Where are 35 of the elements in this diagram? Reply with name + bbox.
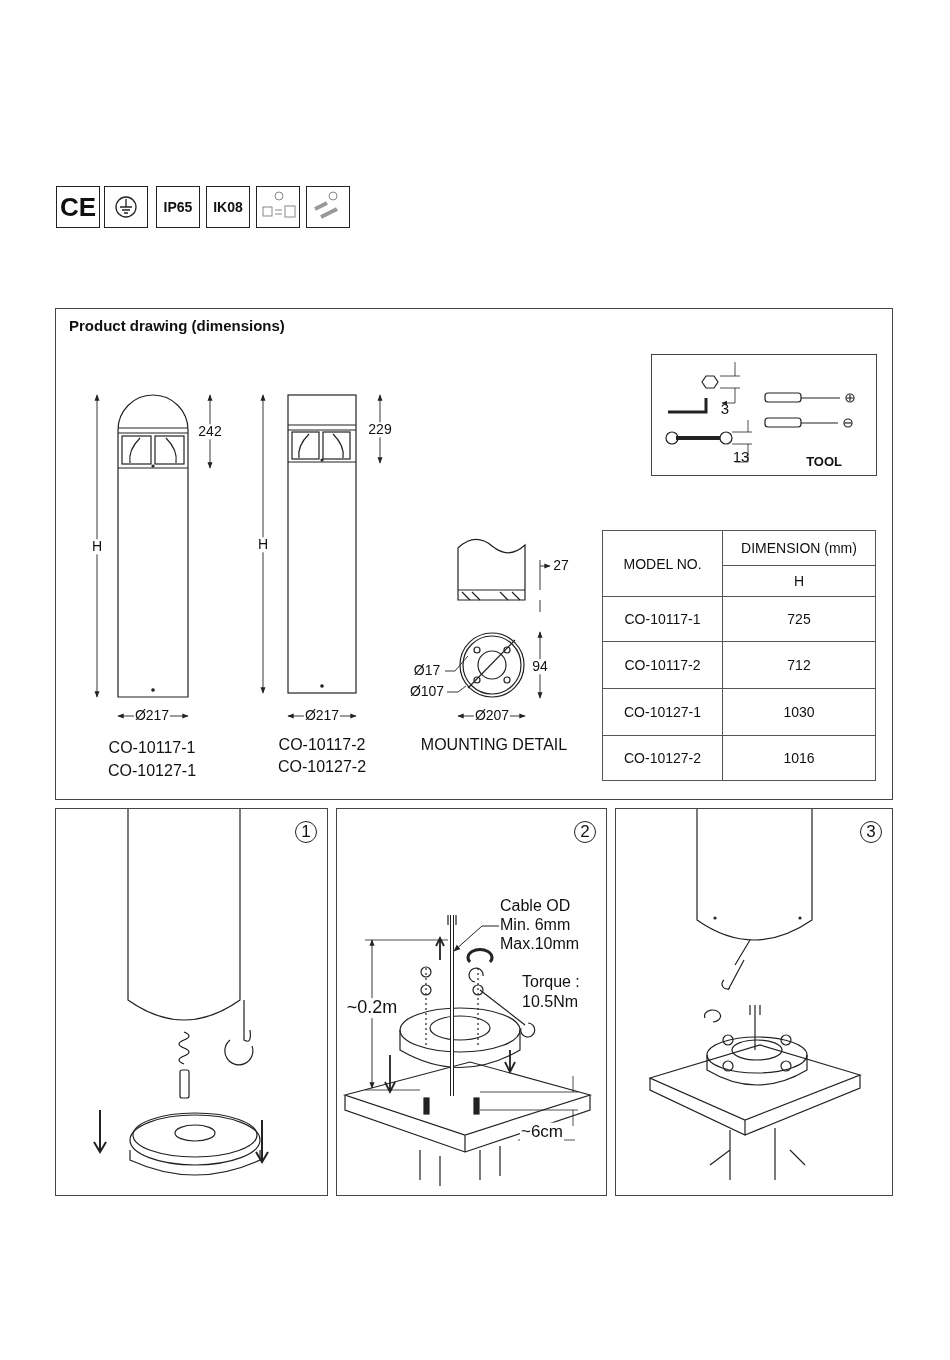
- dimension-label: 3: [719, 400, 731, 418]
- model-number: CO-10127-2: [277, 758, 367, 776]
- dimension-label: 27: [552, 558, 570, 574]
- drawing-panel: [55, 308, 893, 800]
- model-number: CO-10127-1: [107, 762, 197, 780]
- table-cell: DIMENSION (mm): [722, 530, 876, 566]
- model-number: CO-10117-1: [107, 739, 197, 757]
- cable: [450, 915, 454, 1096]
- dimension-label: ~0.2m: [345, 998, 399, 1018]
- leader-line: [453, 925, 500, 952]
- dimension-label: ~6cm: [520, 1122, 564, 1142]
- dimension-label: 94: [531, 659, 549, 675]
- certification-mark: CE: [56, 186, 100, 228]
- step-panel: [615, 808, 893, 1196]
- step-panel: [55, 808, 328, 1196]
- note-text: Torque : 10.5Nm: [522, 972, 581, 1012]
- certification-mark: IK08: [206, 186, 250, 228]
- model-number: CO-10117-2: [277, 736, 367, 754]
- callout-text: Cable OD Min. 6mm Max.10mm: [500, 896, 596, 956]
- dimension-label: Ø17: [412, 663, 442, 679]
- step-panel: [336, 808, 607, 1196]
- table-cell: CO-10127-2: [602, 735, 723, 781]
- dimension-label: Ø107: [408, 684, 446, 700]
- dimension-label: 229: [367, 422, 393, 438]
- panel-heading: TOOL: [806, 454, 842, 469]
- drawing-caption: MOUNTING DETAIL: [419, 736, 569, 754]
- dimension-label: H: [90, 539, 104, 555]
- table-cell: MODEL NO.: [602, 530, 723, 597]
- certification-mark: IP65: [156, 186, 200, 228]
- dimension-label: H: [256, 537, 270, 553]
- dimension-label: 242: [197, 424, 223, 440]
- tool-panel: [651, 354, 877, 476]
- table-cell: 1016: [722, 735, 876, 781]
- dimension-label: 13: [731, 448, 751, 466]
- panel-heading: Product drawing (dimensions): [69, 317, 285, 334]
